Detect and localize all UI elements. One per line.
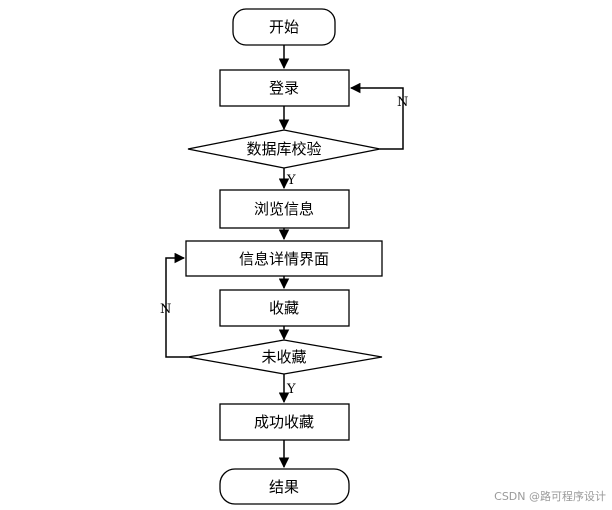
db-check-yes-label: Y: [286, 173, 296, 188]
not-favorited-yes-label: Y: [286, 382, 296, 397]
not-favorited-no-label: N: [160, 302, 171, 317]
watermark: CSDN @路可程序设计: [494, 489, 606, 503]
start-node: 开始: [232, 8, 336, 46]
edge-notfavorited-no-loop: [165, 252, 188, 358]
detail-node: 信息详情界面: [185, 240, 383, 277]
start-label: 开始: [269, 18, 299, 36]
favorite-label: 收藏: [269, 299, 299, 317]
detail-label: 信息详情界面: [239, 250, 329, 268]
browse-label: 浏览信息: [254, 200, 314, 218]
end-label: 结果: [269, 478, 299, 496]
not-favorited-label: 未收藏: [261, 348, 306, 366]
not-favorited-node: 未收藏: [187, 339, 383, 375]
db-check-no-label: N: [397, 95, 408, 110]
db-check-label: 数据库校验: [246, 140, 321, 158]
db-check-node: 数据库校验: [187, 129, 381, 169]
success-label: 成功收藏: [254, 413, 314, 431]
browse-node: 浏览信息: [219, 189, 350, 229]
favorite-node: 收藏: [219, 289, 350, 327]
edge-dbcheck-no-loop: [349, 82, 404, 150]
end-node: 结果: [219, 468, 350, 505]
success-node: 成功收藏: [219, 403, 350, 441]
login-node: 登录: [219, 69, 350, 107]
login-label: 登录: [269, 79, 299, 97]
